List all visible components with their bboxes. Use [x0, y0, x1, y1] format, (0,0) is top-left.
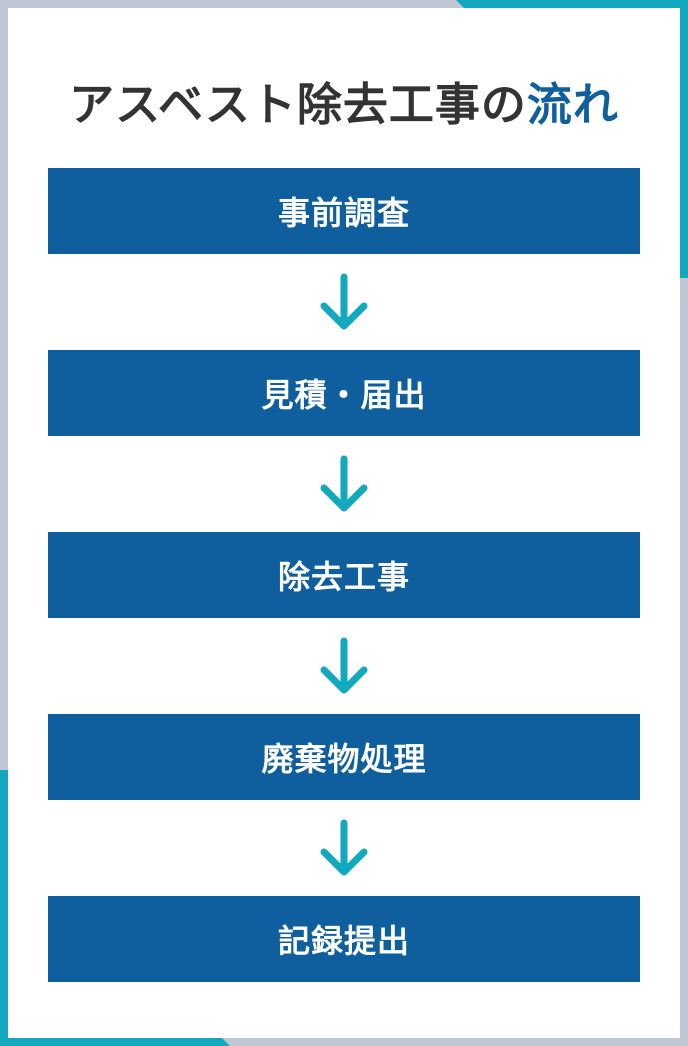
down-arrow-icon	[320, 273, 368, 330]
down-arrow-icon	[320, 819, 368, 876]
page-title: アスベスト除去工事の流れ	[0, 75, 688, 135]
down-arrow-icon	[320, 637, 368, 694]
step-label: 見積・届出	[261, 376, 427, 414]
step-box-estimate: 見積・届出	[48, 350, 640, 436]
step-label: 記録提出	[277, 922, 410, 960]
step-label: 廃棄物処理	[261, 740, 427, 778]
title-accent: 流れ	[526, 78, 619, 131]
title-main: アスベスト除去工事の	[69, 78, 527, 131]
step-label: 事前調査	[277, 194, 410, 232]
flow-card	[8, 8, 680, 1038]
step-box-survey: 事前調査	[48, 168, 640, 254]
step-box-disposal: 廃棄物処理	[48, 714, 640, 800]
step-label: 除去工事	[277, 558, 410, 596]
step-box-removal: 除去工事	[48, 532, 640, 618]
step-box-report: 記録提出	[48, 896, 640, 982]
down-arrow-icon	[320, 455, 368, 512]
